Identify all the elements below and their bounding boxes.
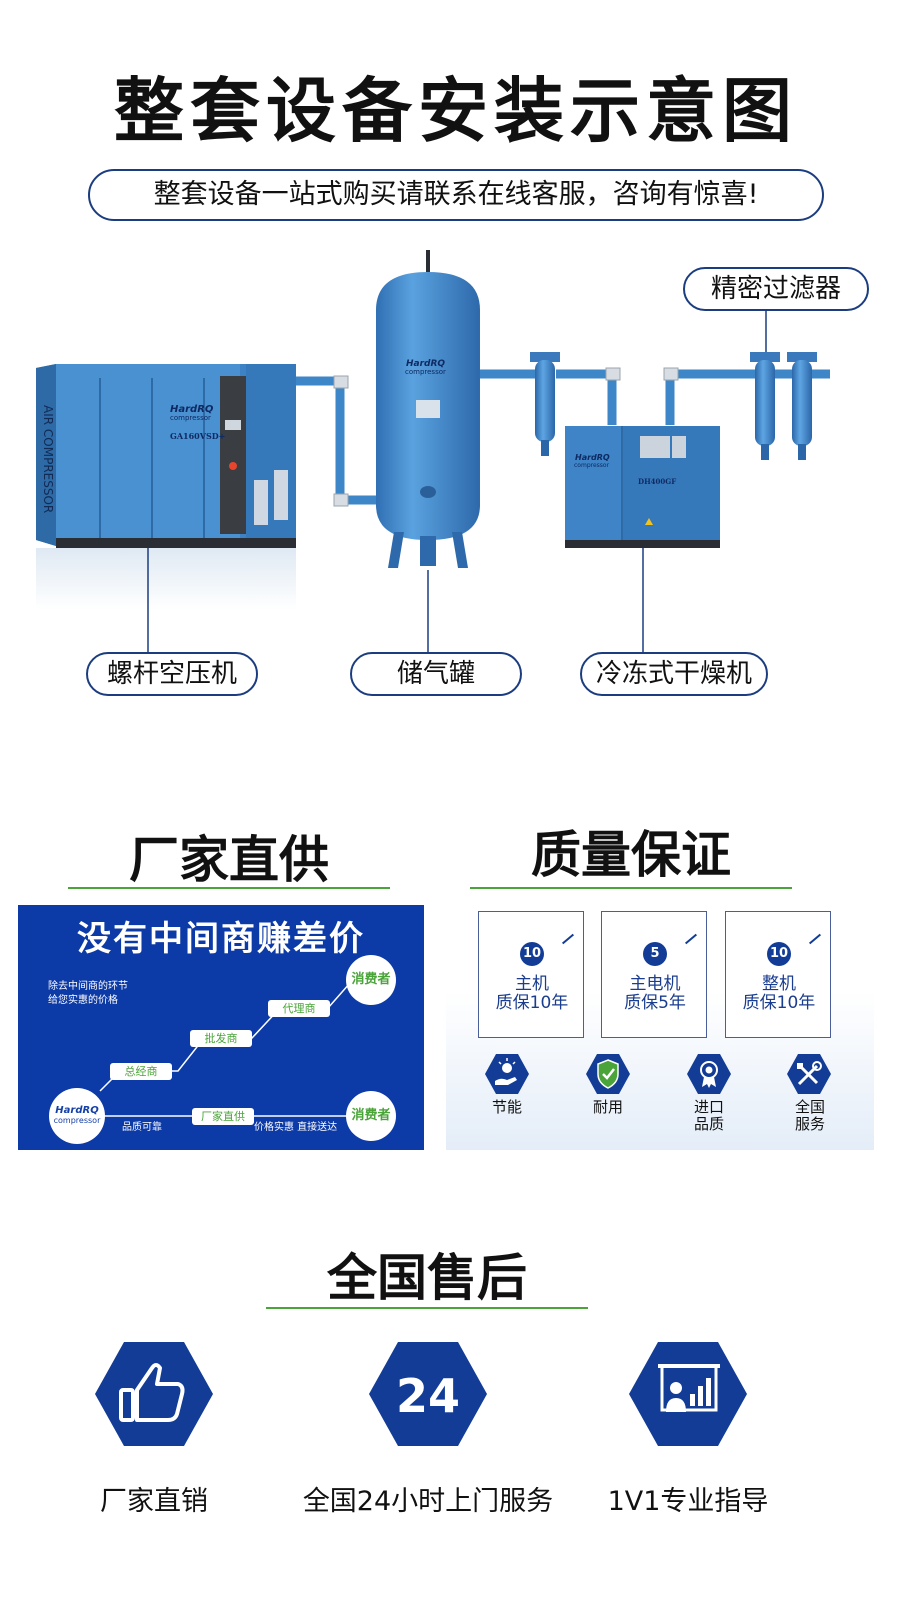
node-general-distributor: 总经商 bbox=[110, 1063, 172, 1080]
warranty-years-badge: 5 bbox=[643, 942, 667, 966]
node-factory-direct: 厂家直供 bbox=[192, 1108, 254, 1125]
banner-note-line1: 除去中间商的环节 bbox=[48, 981, 128, 992]
caption-reliable-quality: 品质可靠 bbox=[122, 1122, 162, 1133]
node-agent: 代理商 bbox=[268, 1000, 330, 1017]
warranty-card: 5 主电机 质保5年 bbox=[601, 911, 707, 1038]
quality-heading: 质量保证 bbox=[531, 826, 731, 884]
factory-direct-heading: 厂家直供 bbox=[129, 831, 329, 889]
tank-brand: HardRQ bbox=[406, 359, 445, 369]
equipment-diagram: AIR COMPRESSOR HardRQ compressor GA160VS… bbox=[36, 250, 830, 652]
node-wholesaler: 批发商 bbox=[190, 1030, 252, 1047]
caption-fair-price: 价格实惠 直接送达 bbox=[254, 1122, 338, 1133]
service-label-direct-sales: 厂家直销 bbox=[100, 1486, 208, 1517]
consumer-top: 消费者 bbox=[346, 955, 396, 1005]
label-refrigerated-dryer: 冷冻式干燥机 bbox=[580, 652, 768, 696]
compressor-reflection bbox=[36, 548, 296, 610]
warranty-item: 主机 bbox=[515, 974, 549, 994]
feature-label: 全国 bbox=[794, 1098, 825, 1116]
factory-heading-rule bbox=[68, 887, 390, 889]
warranty-card: 10 整机 质保10年 bbox=[725, 911, 831, 1038]
warranty-card: 10 主机 质保10年 bbox=[478, 911, 584, 1038]
feature-label: 进口 bbox=[693, 1098, 724, 1116]
compressor-brand: HardRQ bbox=[170, 404, 214, 415]
card-accent-line bbox=[561, 933, 575, 945]
feature-label-second: 品质 bbox=[693, 1115, 724, 1133]
feature-label: 耐用 bbox=[592, 1098, 623, 1116]
screw-compressor-illustration: AIR COMPRESSOR HardRQ compressor GA160VS… bbox=[36, 364, 296, 548]
banner-title: 没有中间商赚差价 bbox=[77, 919, 365, 959]
feature-label: 节能 bbox=[491, 1098, 522, 1116]
aftersales-heading: 全国售后 bbox=[327, 1249, 527, 1307]
precision-filters-illustration bbox=[750, 352, 817, 460]
label-screw-compressor: 螺杆空压机 bbox=[86, 652, 258, 696]
quality-heading-rule bbox=[470, 887, 792, 889]
service-label-24h-onsite: 全国24小时上门服务 bbox=[302, 1486, 554, 1517]
24-hours-icon: 24 bbox=[369, 1342, 487, 1446]
first-filter-illustration bbox=[530, 352, 560, 456]
tank-brand-sub: compressor bbox=[405, 368, 446, 376]
dryer-model: DH400GF bbox=[638, 477, 676, 486]
refrigerated-dryer-illustration: HardRQ compressor DH400GF bbox=[565, 426, 720, 548]
warranty-item: 整机 bbox=[762, 974, 796, 994]
durable-shield-icon bbox=[586, 1054, 630, 1094]
service-tools-icon bbox=[787, 1054, 831, 1094]
presentation-guide-icon bbox=[629, 1342, 747, 1446]
page-title: 整套设备安装示意图 bbox=[114, 70, 798, 152]
24-hours-icon-text: 24 bbox=[396, 1369, 460, 1423]
consumer-bottom: 消费者 bbox=[346, 1091, 396, 1141]
quality-panel: 10 主机 质保10年 5 主电机 质保5年 10 整机 质保10年 节能 耐用 bbox=[446, 905, 874, 1150]
air-tank-illustration: HardRQ compressor bbox=[376, 250, 480, 568]
compressor-side-text: AIR COMPRESSOR bbox=[41, 405, 55, 513]
warranty-years-badge: 10 bbox=[520, 942, 544, 966]
feature-label-second: 服务 bbox=[794, 1115, 825, 1133]
thumbs-up-icon bbox=[95, 1342, 213, 1446]
compressor-model: GA160VSD+ bbox=[170, 431, 225, 441]
aftersales-heading-rule bbox=[266, 1307, 588, 1309]
label-precision-filter: 精密过滤器 bbox=[683, 267, 869, 311]
warranty-term: 质保10年 bbox=[742, 993, 816, 1013]
dryer-brand-sub: compressor bbox=[574, 462, 610, 469]
service-label-1v1-guidance: 1V1专业指导 bbox=[607, 1486, 769, 1517]
warranty-term: 质保10年 bbox=[495, 993, 569, 1013]
brand-logo-circle: HardRQ compressor bbox=[49, 1088, 105, 1144]
warranty-years-badge: 10 bbox=[767, 942, 791, 966]
compressor-brand-sub: compressor bbox=[170, 414, 211, 422]
energy-saving-icon bbox=[485, 1054, 529, 1094]
banner-note-line2: 给您实惠的价格 bbox=[48, 995, 118, 1006]
card-accent-line bbox=[808, 933, 822, 945]
label-leader-lines bbox=[147, 310, 767, 652]
contact-banner: 整套设备一站式购买请联系在线客服，咨询有惊喜! bbox=[88, 169, 824, 221]
label-air-tank: 储气罐 bbox=[350, 652, 522, 696]
brand-logo: HardRQ bbox=[55, 1105, 99, 1116]
card-accent-line bbox=[684, 933, 698, 945]
dryer-brand: HardRQ bbox=[575, 453, 610, 462]
warranty-term: 质保5年 bbox=[624, 993, 686, 1013]
imported-quality-badge-icon bbox=[687, 1054, 731, 1094]
warranty-item: 主电机 bbox=[629, 974, 681, 994]
brand-logo-sub: compressor bbox=[53, 1116, 101, 1125]
factory-direct-banner: 没有中间商赚差价 除去中间商的环节 给您实惠的价格 HardRQ compres… bbox=[18, 905, 424, 1150]
